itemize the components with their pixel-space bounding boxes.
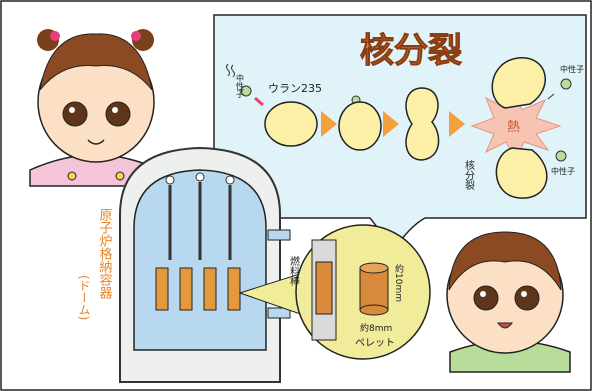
fuel-rod-label: 燃料棒 bbox=[288, 255, 300, 287]
fission-fragment-bottom bbox=[495, 147, 548, 199]
fission-title: 核分裂 bbox=[360, 31, 462, 71]
heat-label: 熱 bbox=[507, 120, 520, 135]
outgoing-neutron-top bbox=[547, 78, 572, 100]
boy-character bbox=[446, 231, 571, 373]
excited-nucleus bbox=[338, 101, 382, 151]
reactor-containment bbox=[119, 146, 291, 383]
outgoing-neutron-top-label: 中性子 bbox=[560, 64, 584, 74]
arrow-icon bbox=[321, 111, 337, 137]
fuel-rod bbox=[155, 267, 169, 311]
pellet-width-label: 約8mm bbox=[360, 322, 392, 334]
outgoing-neutron-bottom-label: 中性子 bbox=[551, 166, 575, 176]
elongated-nucleus bbox=[405, 87, 440, 161]
fuel-rod bbox=[203, 267, 217, 311]
girl-character bbox=[29, 29, 161, 187]
fission-side-label: 核分裂 bbox=[463, 159, 475, 191]
reactor-vessel-label: 原子炉格納容器 bbox=[97, 208, 113, 300]
outgoing-neutron-bottom bbox=[555, 150, 567, 162]
arrow-icon bbox=[383, 111, 399, 137]
fuel-rod-pellets bbox=[315, 261, 333, 315]
uranium-nucleus bbox=[264, 101, 318, 147]
fuel-rod bbox=[179, 267, 193, 311]
arrow-icon bbox=[449, 111, 465, 137]
pellet-label: ペレット bbox=[355, 338, 395, 349]
incoming-neutron bbox=[226, 63, 264, 107]
fuel-rod bbox=[227, 267, 241, 311]
fission-fragment-top bbox=[491, 57, 546, 109]
pellet-height-label: 約10mm bbox=[393, 263, 404, 302]
uranium-label: ウラン235 bbox=[268, 82, 322, 95]
pellet bbox=[359, 262, 389, 316]
dome-label: (ドーム) bbox=[77, 275, 91, 320]
incoming-neutron-label: 中性子 bbox=[236, 73, 245, 98]
